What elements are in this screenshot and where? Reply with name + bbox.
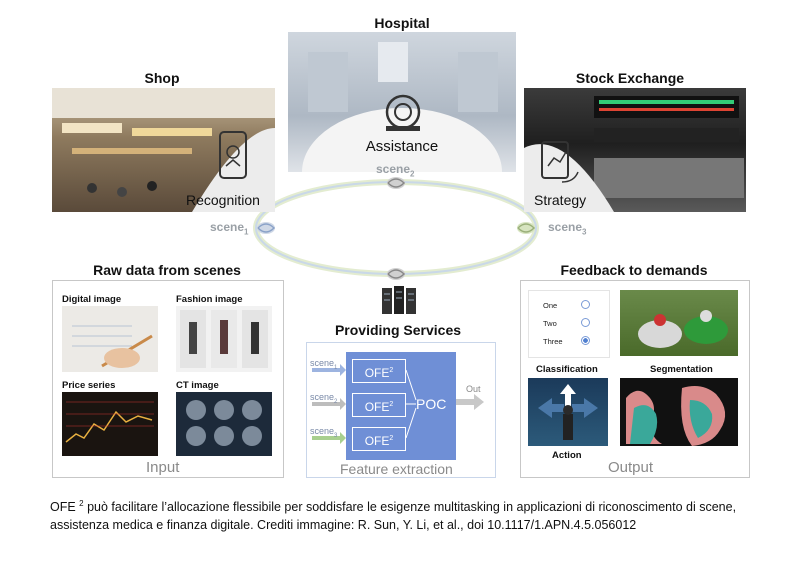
ct-image-photo xyxy=(176,392,272,456)
feature-extraction-label: Feature extraction xyxy=(340,461,453,477)
output-label: Output xyxy=(608,459,654,476)
out-label: Out xyxy=(466,384,481,394)
strategy-badge: Strategy xyxy=(534,192,587,208)
hospital-title: Hospital xyxy=(374,15,430,31)
services-scene-2-label: scene2 xyxy=(310,392,338,405)
ofe-module-1: OFE2 xyxy=(352,359,406,383)
price-series-label: Price series xyxy=(62,380,116,391)
assistance-badge: Assistance xyxy=(365,138,439,155)
scene-2-label: scene2 xyxy=(376,162,415,179)
poc-label: POC xyxy=(416,396,447,412)
services-heading: Providing Services xyxy=(334,322,462,338)
services-scene-1-label: scene1 xyxy=(310,358,338,371)
stock-exchange-title: Stock Exchange xyxy=(575,70,685,86)
scene-1-label: scene1 xyxy=(210,220,249,237)
input-heading: Raw data from scenes xyxy=(93,262,241,278)
services-scene-3-label: scene3 xyxy=(310,426,338,439)
segmentation-photo xyxy=(620,378,738,446)
stock-exchange-photo xyxy=(524,88,746,212)
radio-three-selected-icon xyxy=(581,336,590,345)
strategy-icon xyxy=(536,138,586,193)
ofe-module-2: OFE2 xyxy=(352,393,406,417)
hospital-photo xyxy=(288,32,516,172)
phone-recognition-icon xyxy=(212,130,254,195)
ring-connector-icon xyxy=(257,177,536,280)
figure-caption: OFE 2 può facilitare l’allocazione fless… xyxy=(50,499,737,533)
scanner-icon xyxy=(380,92,426,139)
segmentation-label: Segmentation xyxy=(650,364,713,375)
shop-photo xyxy=(52,88,275,212)
classification-options: One Two Three xyxy=(528,290,610,358)
radio-one-icon xyxy=(581,300,590,309)
option-three: Three xyxy=(543,337,563,346)
shop-title: Shop xyxy=(144,70,180,86)
recognition-badge: Recognition xyxy=(186,192,260,208)
fashion-image-photo xyxy=(176,306,272,372)
classification-label: Classification xyxy=(536,364,598,375)
action-photo xyxy=(528,378,608,446)
digital-image-photo xyxy=(62,306,158,372)
output-heading: Feedback to demands xyxy=(560,262,708,278)
option-two: Two xyxy=(543,319,557,328)
motorcycle-photo xyxy=(620,290,738,356)
ct-image-label: CT image xyxy=(176,380,219,391)
digital-image-label: Digital image xyxy=(62,294,122,305)
scene-3-label: scene3 xyxy=(548,220,587,237)
ofe-module-3: OFE2 xyxy=(352,427,406,451)
action-label: Action xyxy=(552,450,582,461)
input-label: Input xyxy=(146,459,180,476)
server-rack-icon xyxy=(382,286,416,321)
price-series-photo xyxy=(62,392,158,456)
fashion-image-label: Fashion image xyxy=(176,294,243,305)
radio-two-icon xyxy=(581,318,590,327)
option-one: One xyxy=(543,301,558,310)
